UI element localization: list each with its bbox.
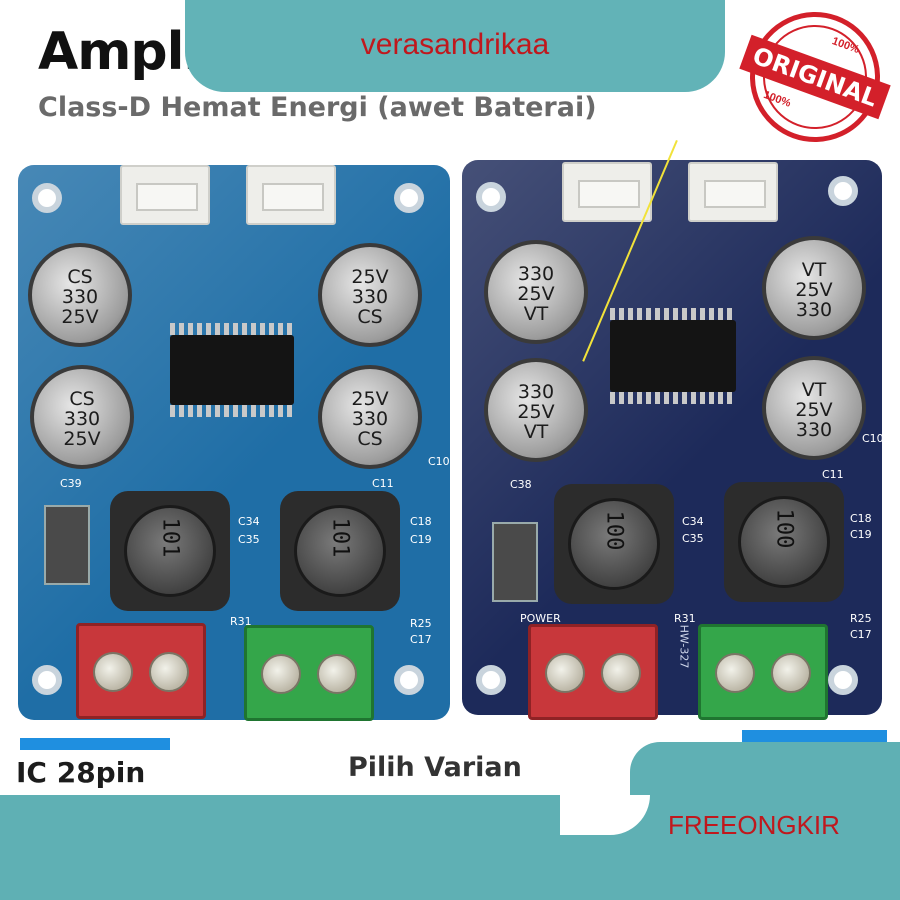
- mounting-hole: [828, 176, 858, 206]
- inductor: 101: [280, 491, 400, 611]
- model-label: HW-327: [677, 624, 691, 669]
- silk-label: C11: [372, 477, 394, 490]
- silk-label: R31: [230, 615, 252, 628]
- amplifier-board-navy: 330 25V VT 330 25V VT VT 25V 330 VT 25V …: [462, 160, 884, 720]
- output-terminal: [698, 624, 828, 720]
- variant-label: Pilih Varian: [348, 752, 522, 783]
- silk-label: R25: [410, 617, 432, 630]
- promo-ribbon-notch: [630, 742, 900, 802]
- amplifier-chip: [170, 323, 294, 417]
- silk-label: C11: [822, 468, 844, 481]
- screw: [261, 654, 301, 694]
- screw: [93, 652, 133, 692]
- diode: [44, 505, 90, 585]
- silk-label: C19: [410, 533, 432, 546]
- free-shipping-label: FREEONGKIR: [668, 810, 840, 840]
- silk-label: C39: [60, 477, 82, 490]
- silk-label: R25: [850, 612, 872, 625]
- original-stamp: 100% ORIGINAL 100%: [731, 0, 899, 161]
- capacitor: 25V 330 CS: [318, 243, 422, 347]
- mounting-hole: [32, 183, 62, 213]
- watermark-tab: verasandrikaa: [185, 0, 725, 92]
- power-terminal: [528, 624, 658, 720]
- product-subtitle: Class-D Hemat Energi (awet Baterai): [38, 92, 597, 123]
- silk-label: C19: [850, 528, 872, 541]
- inductor: 100: [554, 484, 674, 604]
- mounting-hole: [32, 665, 62, 695]
- inductor: 101: [110, 491, 230, 611]
- capacitor: CS 330 25V: [28, 243, 132, 347]
- input-connector: [562, 162, 652, 222]
- capacitor: VT 25V 330: [762, 356, 866, 460]
- inductor: 100: [724, 482, 844, 602]
- silk-label: C38: [510, 478, 532, 491]
- screw: [601, 653, 641, 693]
- diode: [492, 522, 538, 602]
- mounting-hole: [394, 665, 424, 695]
- silk-label: C18: [410, 515, 432, 528]
- mounting-hole: [476, 665, 506, 695]
- silk-label: C17: [850, 628, 872, 641]
- mute-connector: [688, 162, 778, 222]
- silk-label: C18: [850, 512, 872, 525]
- mute-connector: [246, 165, 336, 225]
- silk-label: C10: [862, 432, 884, 445]
- capacitor: VT 25V 330: [762, 236, 866, 340]
- screw: [149, 652, 189, 692]
- silk-label: C10: [428, 455, 450, 468]
- capacitor: 330 25V VT: [484, 358, 588, 462]
- silk-label: C35: [238, 533, 260, 546]
- ic-pin-label: IC 28pin: [16, 756, 146, 789]
- silk-label: C35: [682, 532, 704, 545]
- mounting-hole: [476, 182, 506, 212]
- silk-label: C34: [682, 515, 704, 528]
- screw: [317, 654, 357, 694]
- accent-bar: [742, 730, 887, 742]
- capacitor: 330 25V VT: [484, 240, 588, 344]
- mounting-hole: [828, 665, 858, 695]
- silk-label: POWER: [520, 612, 561, 625]
- accent-bar: [20, 738, 170, 750]
- watermark-text: verasandrikaa: [360, 28, 550, 61]
- silk-label: C34: [238, 515, 260, 528]
- screw: [545, 653, 585, 693]
- power-terminal: [76, 623, 206, 719]
- amplifier-chip: [610, 308, 736, 404]
- silk-label: R31: [674, 612, 696, 625]
- capacitor: 25V 330 CS: [318, 365, 422, 469]
- mounting-hole: [394, 183, 424, 213]
- promo-ribbon: [0, 795, 900, 900]
- input-connector: [120, 165, 210, 225]
- output-terminal: [244, 625, 374, 721]
- screw: [771, 653, 811, 693]
- silk-label: C17: [410, 633, 432, 646]
- screw: [715, 653, 755, 693]
- capacitor: CS 330 25V: [30, 365, 134, 469]
- amplifier-board-blue: CS 330 25V CS 330 25V 25V 330 CS 25V 330…: [18, 165, 450, 721]
